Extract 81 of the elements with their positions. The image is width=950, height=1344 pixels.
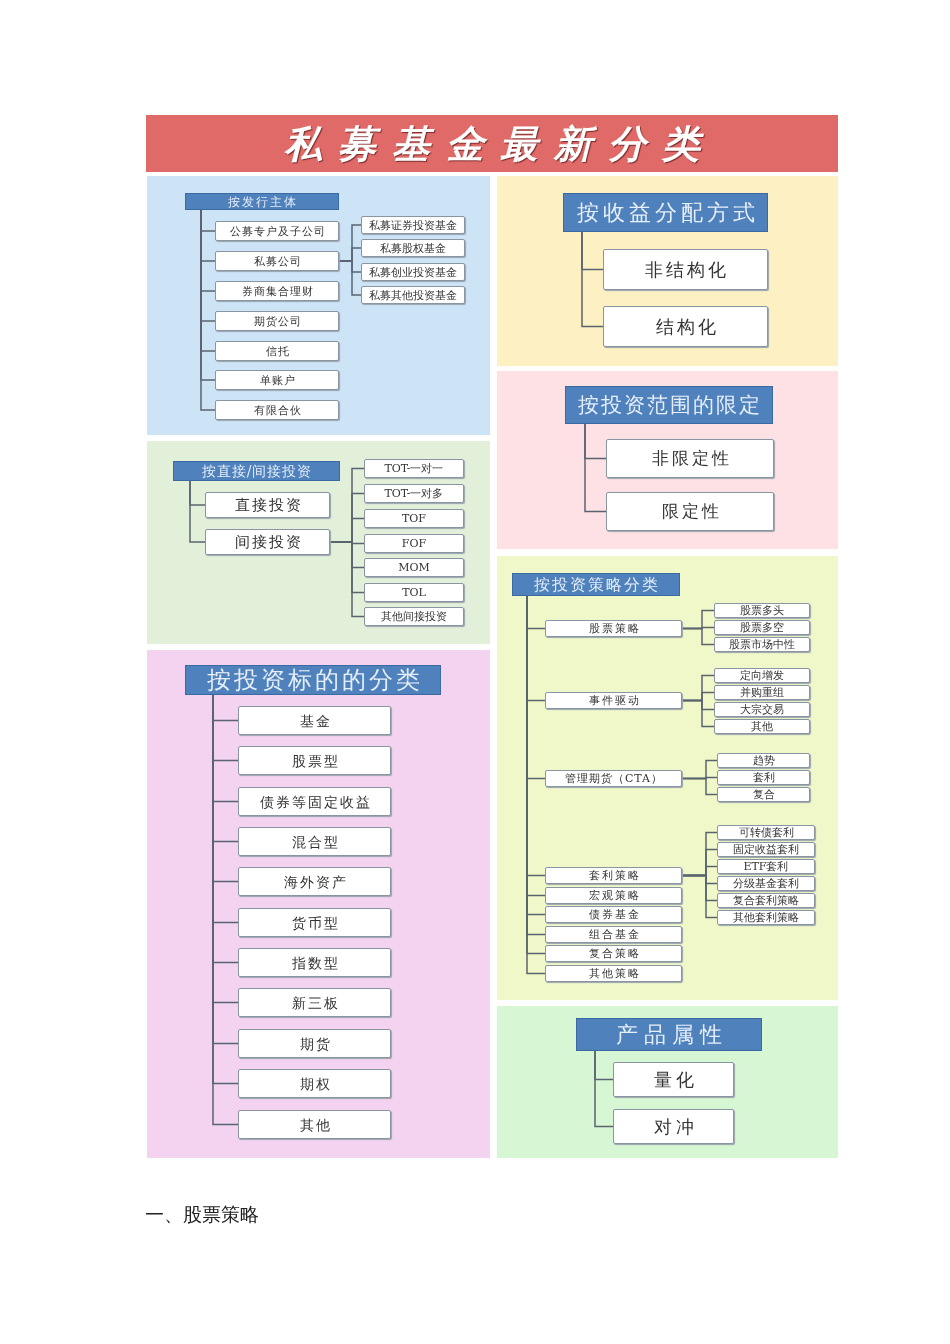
category-box: 信托 — [215, 341, 339, 361]
subcategory-box: TOT-一对多 — [364, 484, 464, 503]
connector-line — [681, 699, 715, 728]
category-box: 期货 — [238, 1029, 391, 1058]
category-box: 货币型 — [238, 908, 391, 937]
title-banner: 私募基金最新分类 — [146, 115, 838, 172]
subcategory-box: 复合套利策略 — [717, 893, 815, 908]
category-box: 限定性 — [606, 492, 774, 531]
connector-line — [681, 874, 718, 919]
subcategory-box: 其他间接投资 — [364, 607, 464, 626]
subcategory-box: 私募股权基金 — [361, 239, 465, 257]
connector-line — [584, 423, 607, 513]
category-box: 新三板 — [238, 988, 391, 1017]
subcategory-box: 复合 — [717, 787, 810, 802]
subcategory-box: 套利 — [717, 770, 810, 785]
category-box: 非结构化 — [603, 249, 768, 290]
category-box: 间接投资 — [205, 529, 330, 555]
category-box: 对冲 — [613, 1109, 734, 1144]
category-box: 有限合伙 — [215, 400, 339, 420]
connector-line — [189, 480, 206, 543]
category-box: 单账户 — [215, 370, 339, 390]
subcategory-box: FOF — [364, 534, 464, 553]
subcategory-box: 私募创业投资基金 — [361, 263, 465, 281]
connector-line — [681, 777, 718, 796]
category-box: 组合基金 — [545, 926, 682, 943]
subcategory-box: TOL — [364, 583, 464, 602]
category-box: 股票策略 — [545, 620, 682, 637]
category-box: 其他策略 — [545, 965, 682, 982]
subcategory-box: ETF套利 — [717, 859, 815, 874]
category-header: 按收益分配方式 — [563, 193, 768, 232]
category-box: 非限定性 — [606, 439, 774, 478]
subcategory-box: 定向增发 — [714, 668, 810, 683]
subcategory-box: 固定收益套利 — [717, 842, 815, 857]
category-box: 管理期货（CTA） — [545, 770, 682, 787]
category-box: 事件驱动 — [545, 692, 682, 709]
category-header: 产品属性 — [576, 1018, 762, 1051]
category-box: 债券等固定收益 — [238, 787, 391, 816]
category-box: 期货公司 — [215, 311, 339, 331]
connector-line — [338, 260, 362, 296]
subcategory-box: 私募其他投资基金 — [361, 286, 465, 304]
subcategory-box: 股票市场中性 — [714, 637, 810, 652]
subcategory-box: 其他 — [714, 719, 810, 734]
category-box: 基金 — [238, 706, 391, 735]
subcategory-box: 大宗交易 — [714, 702, 810, 717]
connector-line — [581, 231, 604, 328]
category-box: 指数型 — [238, 948, 391, 977]
connector-line — [329, 541, 365, 618]
subcategory-box: 其他套利策略 — [717, 910, 815, 925]
subcategory-box: MOM — [364, 558, 464, 577]
category-box: 量化 — [613, 1062, 734, 1097]
category-box: 海外资产 — [238, 867, 391, 896]
category-header: 按投资标的的分类 — [185, 665, 441, 695]
category-header: 按投资范围的限定 — [565, 386, 773, 424]
section-heading: 一、股票策略 — [145, 1205, 259, 1224]
category-box: 期权 — [238, 1069, 391, 1098]
subcategory-box: TOF — [364, 509, 464, 528]
subcategory-box: 股票多头 — [714, 603, 810, 618]
category-box: 结构化 — [603, 306, 768, 347]
subcategory-box: 分级基金套利 — [717, 876, 815, 891]
category-box: 套利策略 — [545, 867, 682, 884]
connector-line — [594, 1050, 614, 1128]
subcategory-box: TOT-一对一 — [364, 459, 464, 478]
category-box: 公募专户及子公司 — [215, 221, 339, 241]
category-header: 按投资策略分类 — [512, 573, 680, 596]
category-box: 私募公司 — [215, 251, 339, 271]
subcategory-box: 并购重组 — [714, 685, 810, 700]
category-box: 直接投资 — [205, 492, 330, 518]
category-header: 按直接/间接投资 — [173, 461, 340, 481]
category-box: 券商集合理财 — [215, 281, 339, 301]
category-box: 混合型 — [238, 827, 391, 856]
subcategory-box: 趋势 — [717, 753, 810, 768]
subcategory-box: 股票多空 — [714, 620, 810, 635]
category-box: 其他 — [238, 1110, 391, 1139]
subcategory-box: 私募证券投资基金 — [361, 216, 465, 234]
category-box: 宏观策略 — [545, 887, 682, 904]
connector-line — [681, 627, 715, 646]
category-box: 复合策略 — [545, 945, 682, 962]
category-header: 按发行主体 — [185, 193, 339, 210]
category-box: 股票型 — [238, 746, 391, 775]
category-box: 债券基金 — [545, 906, 682, 923]
subcategory-box: 可转债套利 — [717, 825, 815, 840]
